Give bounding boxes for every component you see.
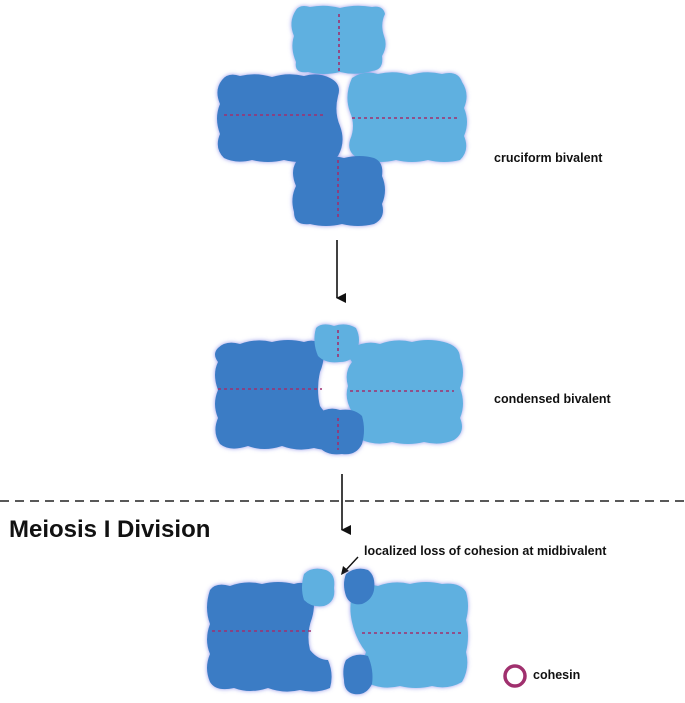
dividing-bivalent [207,568,468,695]
cohesion-loss-annotation: localized loss of cohesion at midbivalen… [364,544,607,558]
bottom-chromatid [316,408,364,455]
cruciform-cohesin [224,14,458,220]
left-homolog [215,340,343,450]
condensed-cohesin [218,330,454,450]
right-bottom-chromatid [343,654,373,695]
right-arm [347,72,467,162]
meiosis-division-title: Meiosis I Division [9,516,211,543]
divided-cohesin [212,630,464,634]
annotation-arrow [344,556,359,572]
top-chromatid [314,324,359,363]
condensed-bivalent [215,324,463,455]
right-homolog [346,340,463,444]
cruciform-bivalent [217,5,467,226]
left-arm [217,74,343,162]
cruciform-bivalent-label: cruciform bivalent [494,151,603,165]
annotation-arrowhead [341,566,349,575]
left-homolog-divided [207,582,332,692]
left-top-chromatid [302,568,335,607]
condensed-bivalent-label: condensed bivalent [494,392,611,406]
cohesin-legend-label: cohesin [533,668,581,682]
right-top-chromatid [344,568,375,605]
right-homolog-divided [350,582,468,688]
cohesin-legend-icon [503,664,527,688]
